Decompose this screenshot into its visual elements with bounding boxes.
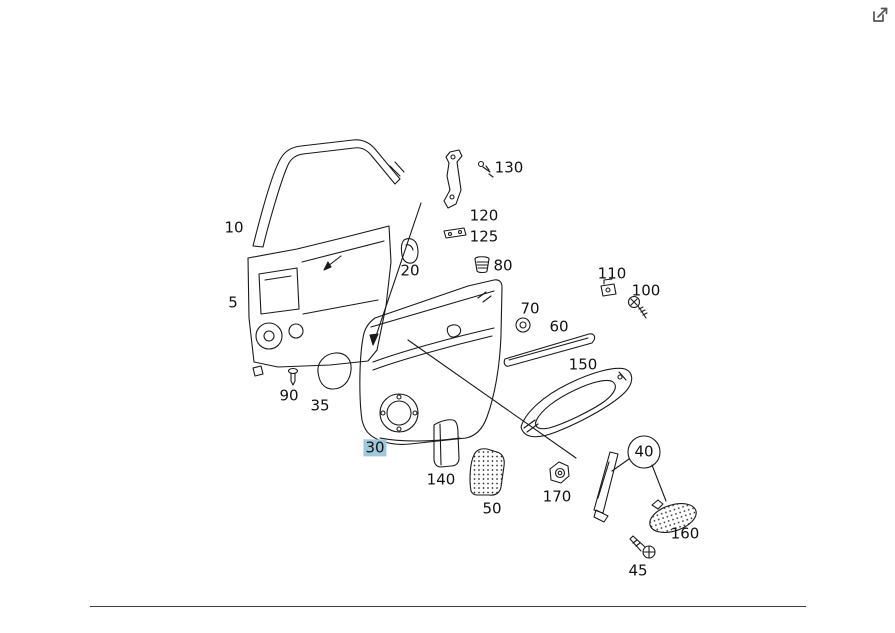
part-120-bracket [443, 149, 463, 209]
part-30-door-trim-panel [359, 279, 503, 445]
part-35-pad [317, 352, 352, 390]
part-150-door-pull [520, 367, 633, 438]
part-60-trim-strip [503, 333, 596, 367]
part-label-100[interactable]: 100 [631, 281, 661, 300]
part-100-screw [627, 295, 648, 319]
part-5-inner-door-shell [247, 225, 392, 377]
part-label-35[interactable]: 35 [310, 396, 330, 415]
part-170-bracket [549, 461, 570, 484]
part-160-grille [649, 499, 697, 533]
part-label-70[interactable]: 70 [520, 299, 540, 318]
part-label-20[interactable]: 20 [400, 261, 420, 280]
part-label-130[interactable]: 130 [494, 158, 524, 177]
part-80-plug [474, 256, 490, 274]
leader-line-panel-to-handle [407, 339, 577, 459]
part-70-grommet [515, 317, 531, 333]
part-label-170[interactable]: 170 [542, 487, 572, 506]
part-label-60[interactable]: 60 [549, 317, 569, 336]
part-label-160[interactable]: 160 [670, 524, 700, 543]
part-label-45[interactable]: 45 [628, 561, 648, 580]
part-label-125[interactable]: 125 [469, 227, 499, 246]
part-130-screw [477, 160, 494, 178]
part-20-cover [400, 238, 419, 264]
part-label-150[interactable]: 150 [568, 355, 598, 374]
part-45-screw [629, 535, 656, 559]
part-label-5[interactable]: 5 [228, 293, 238, 312]
open-in-new-icon[interactable] [870, 5, 890, 25]
part-label-90[interactable]: 90 [279, 386, 299, 405]
part-label-10[interactable]: 10 [224, 218, 244, 237]
part-label-140[interactable]: 140 [426, 470, 456, 489]
part-label-120[interactable]: 120 [469, 206, 499, 225]
part-90-clip [287, 367, 299, 386]
callout-40-circle [611, 435, 667, 502]
part-label-110[interactable]: 110 [597, 264, 627, 283]
part-110-clip [600, 278, 617, 297]
leader-line-frame-to-panel [369, 202, 422, 346]
part-50-speaker-grille [469, 448, 505, 496]
part-label-40[interactable]: 40 [634, 442, 654, 461]
part-125-bracket [443, 227, 467, 239]
part-label-50[interactable]: 50 [482, 499, 502, 518]
part-40-pillar-trim [593, 451, 619, 523]
part-label-30[interactable]: 30 [363, 438, 387, 457]
part-140-tweeter-cover [433, 419, 460, 468]
part-label-80[interactable]: 80 [493, 256, 513, 275]
footer-divider [90, 606, 806, 607]
part-10-window-frame-seal [252, 139, 405, 248]
